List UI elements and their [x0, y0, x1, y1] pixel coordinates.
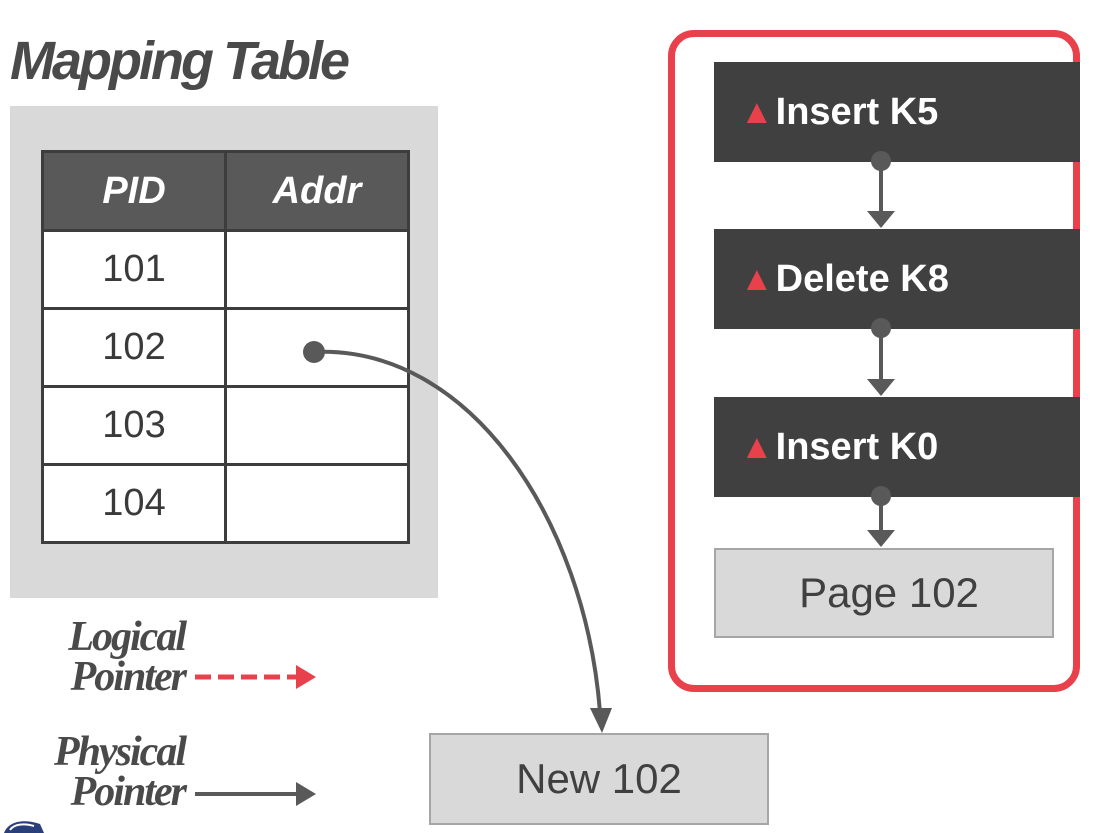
delta-record-delete-k8: ▲ Delete K8: [714, 229, 1080, 329]
pid-cell: 101: [41, 229, 227, 310]
table-row: 103: [41, 385, 410, 466]
delta-label: Insert K5: [775, 90, 939, 133]
delta-label: Delete K8: [775, 257, 949, 300]
mapping-table: PID Addr 101 102 103 104: [41, 150, 410, 544]
delta-chain-frame: [668, 30, 1080, 692]
base-page-label: Page 102: [799, 569, 979, 616]
pid-cell: 102: [41, 307, 227, 388]
delta-triangle-icon: ▲: [740, 427, 774, 466]
legend-line: Pointer: [70, 768, 187, 815]
logical-pointer-arrow: [195, 665, 316, 689]
new-page-box: New 102: [429, 733, 769, 825]
addr-header: Addr: [224, 150, 410, 232]
table-row: 101: [41, 229, 410, 310]
table-header-row: PID Addr: [41, 150, 410, 232]
delta-record-insert-k5: ▲ Insert K5: [714, 62, 1080, 162]
new-page-label: New 102: [516, 755, 682, 802]
legend-line: Pointer: [70, 653, 187, 700]
addr-cell: [224, 385, 410, 466]
addr-cell: [224, 229, 410, 310]
logical-pointer-label: Logical Pointer: [20, 614, 187, 700]
delta-triangle-icon: ▲: [740, 92, 774, 131]
delta-triangle-icon: ▲: [740, 259, 774, 298]
physical-pointer-arrow: [195, 782, 316, 806]
base-page-box: Page 102: [714, 548, 1054, 638]
university-seal-logo: [4, 821, 44, 833]
pid-cell: 104: [41, 463, 227, 544]
pid-header: PID: [41, 150, 227, 232]
mapping-table-title: Mapping Table: [10, 31, 350, 91]
pid-cell: 103: [41, 385, 227, 466]
chain-link-2: [867, 318, 895, 396]
table-row: 104: [41, 463, 410, 544]
chain-link-1: [867, 151, 895, 228]
addr-cell: [224, 463, 410, 544]
delta-record-insert-k0: ▲ Insert K0: [714, 397, 1080, 497]
physical-pointer-label: Physical Pointer: [10, 729, 187, 815]
legend-line: Physical: [54, 729, 187, 775]
addr-102-pointer: [303, 341, 612, 733]
delta-label: Insert K0: [775, 425, 939, 468]
legend-line: Logical: [68, 614, 187, 660]
chain-link-3: [867, 486, 895, 547]
